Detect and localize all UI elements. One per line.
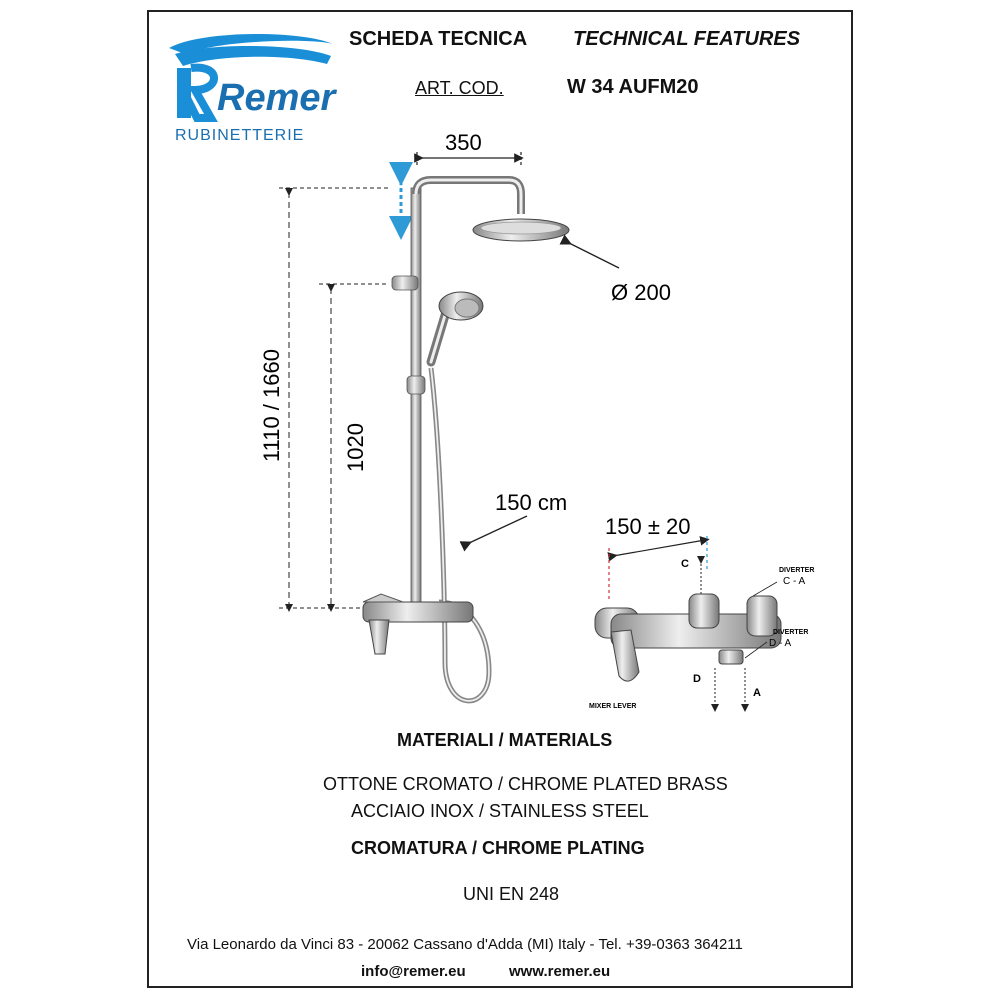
technical-sheet: Remer RUBINETTERIE SCHEDA TECNICA TECHNI… xyxy=(147,10,853,988)
label-d: D xyxy=(693,673,701,685)
label-diverter-2-title: DIVERTER xyxy=(773,629,808,636)
title-italian: SCHEDA TECNICA xyxy=(349,28,528,50)
label-c: C xyxy=(681,558,689,570)
title-english: TECHNICAL FEATURES xyxy=(573,28,801,50)
label-diverter-1-value: C - A xyxy=(783,576,806,587)
riser-pipe xyxy=(410,187,422,609)
dim-centers: 150 ± 20 xyxy=(605,514,690,539)
material-line-2: ACCIAIO INOX / STAINLESS STEEL xyxy=(351,801,649,821)
dim-height-range: 1110 / 1660 xyxy=(259,349,284,462)
art-code-value: W 34 AUFM20 xyxy=(567,76,699,98)
brand-logo: Remer RUBINETTERIE xyxy=(161,24,341,144)
material-line-1: OTTONE CROMATO / CHROME PLATED BRASS xyxy=(323,774,728,794)
mixer-lever-icon xyxy=(610,629,640,682)
remer-logo-icon: Remer RUBINETTERIE xyxy=(169,33,337,144)
contact-website[interactable]: www.remer.eu xyxy=(509,963,611,980)
plating-line: CROMATURA / CHROME PLATING xyxy=(351,838,645,858)
dim-arm-length: 350 xyxy=(445,132,482,155)
logo-wordmark: Remer xyxy=(217,77,337,119)
bath-mixer xyxy=(362,601,474,623)
contact-email[interactable]: info@remer.eu xyxy=(361,963,466,980)
mixer-detail: 150 ± 20 C DIVERTER C - A DIVERTER D - A… xyxy=(589,514,814,712)
shower-column-drawing: 350 Ø 200 150 cm 1110 / 1660 xyxy=(259,132,814,712)
company-address: Via Leonardo da Vinci 83 - 20062 Cassano… xyxy=(187,936,743,953)
label-a: A xyxy=(753,687,761,699)
dim-head-diameter: Ø 200 xyxy=(611,280,671,305)
label-diverter-1-title: DIVERTER xyxy=(779,567,814,574)
logo-subtitle: RUBINETTERIE xyxy=(175,127,304,144)
dim-hose-length: 150 cm xyxy=(495,490,567,515)
label-diverter-2-value: D - A xyxy=(769,638,792,649)
label-mixer-lever: MIXER LEVER xyxy=(589,703,636,710)
standard-line: UNI EN 248 xyxy=(463,884,560,904)
dim-height-fixed: 1020 xyxy=(343,423,368,472)
materials-title: MATERIALI / MATERIALS xyxy=(397,730,613,750)
art-code-label: ART. COD. xyxy=(415,78,504,98)
